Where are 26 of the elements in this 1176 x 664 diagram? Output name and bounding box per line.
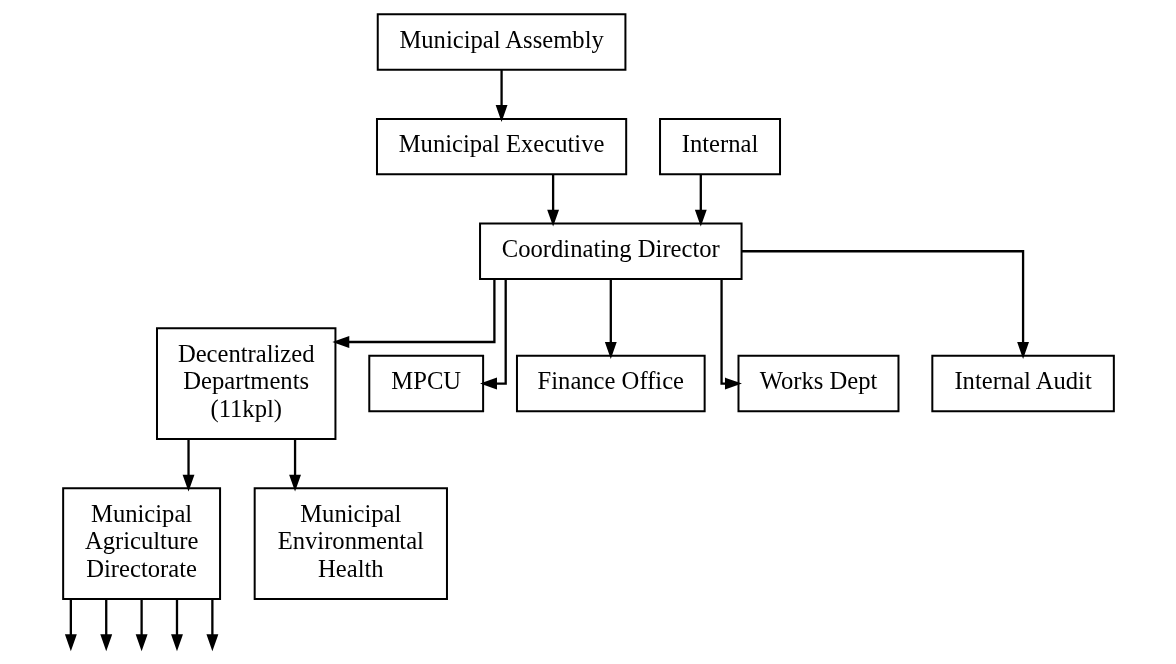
node-box: Municipal Agriculture Directorate [61, 487, 221, 600]
arrow [331, 278, 496, 348]
arrow [546, 174, 559, 227]
node-box: Internal [658, 117, 781, 176]
node-box: Municipal Assembly [376, 13, 626, 71]
arrow [719, 279, 742, 390]
arrow [135, 599, 148, 652]
arrow [604, 279, 617, 359]
node-box: Internal Audit [930, 354, 1115, 413]
arrow [99, 599, 112, 652]
node-box: MPCU [367, 354, 484, 413]
node-box: Coordinating Director [478, 222, 743, 280]
arrow [288, 439, 301, 492]
node-box: Finance Office [515, 354, 706, 413]
node-box: Decentralized Departments (11kpl) [155, 327, 336, 440]
node-box: Municipal Executive [375, 117, 627, 176]
node-box: Municipal Environmental Health [253, 487, 448, 600]
arrow [205, 599, 218, 652]
arrow [64, 599, 77, 652]
arrow [495, 70, 507, 122]
arrow [694, 174, 707, 227]
arrow [182, 439, 194, 492]
node-box: Works Dept [737, 354, 899, 413]
arrow [741, 250, 1029, 359]
arrow [170, 599, 183, 652]
arrow [479, 279, 507, 390]
